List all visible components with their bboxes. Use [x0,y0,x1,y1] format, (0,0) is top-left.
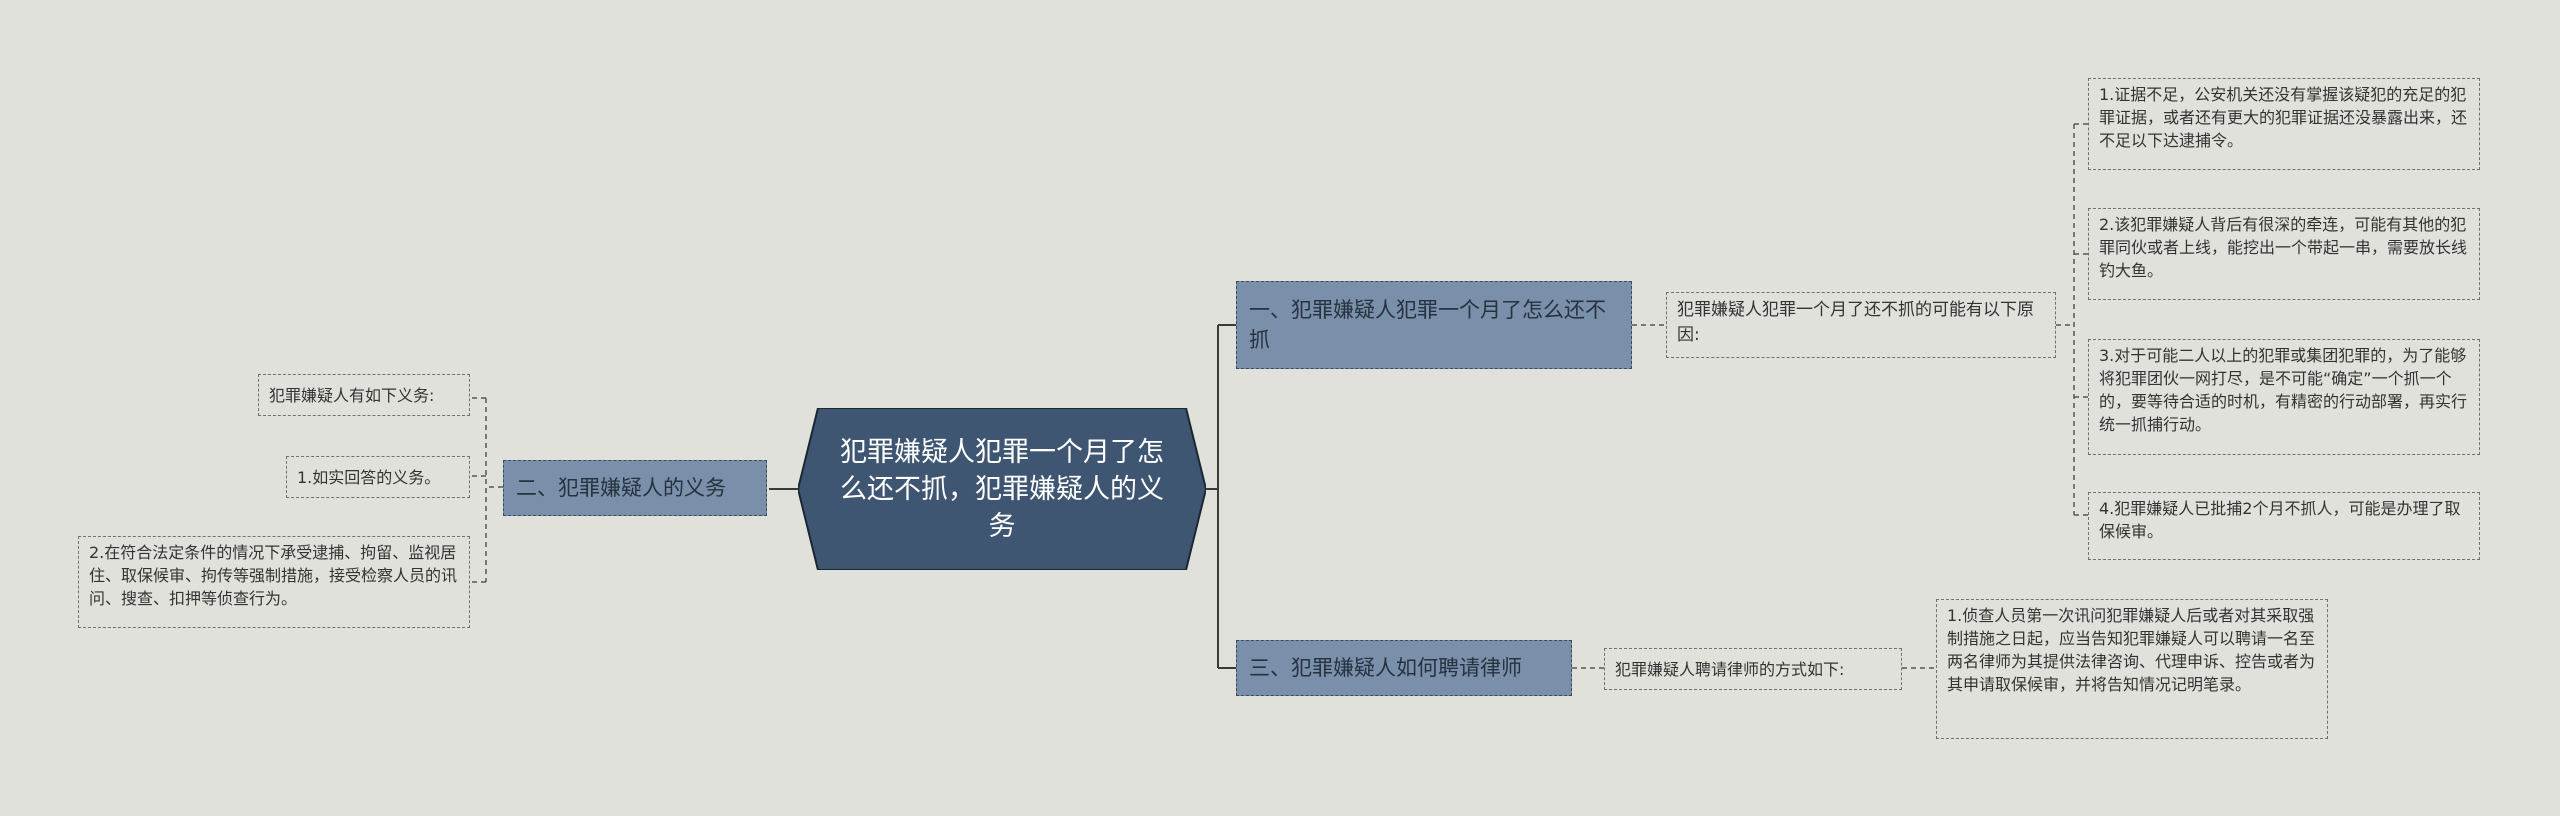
duties-intro-note[interactable]: 犯罪嫌疑人有如下义务: [258,374,470,416]
branch-why-not-arrested[interactable]: 一、犯罪嫌疑人犯罪一个月了怎么还不抓 [1236,281,1632,369]
duty-2-note[interactable]: 2.在符合法定条件的情况下承受逮捕、拘留、监视居住、取保候审、拘传等强制措施，接… [78,536,470,628]
reason-2-note[interactable]: 2.该犯罪嫌疑人背后有很深的牵连，可能有其他的犯罪同伙或者上线，能挖出一个带起一… [2088,208,2480,300]
lawyer-intro-note[interactable]: 犯罪嫌疑人聘请律师的方式如下: [1604,648,1902,690]
branch-hire-lawyer-label: 三、犯罪嫌疑人如何聘请律师 [1249,656,1522,680]
duty-1-note[interactable]: 1.如实回答的义务。 [286,456,470,498]
lawyer-method-note[interactable]: 1.侦查人员第一次讯问犯罪嫌疑人后或者对其采取强制措施之日起，应当告知犯罪嫌疑人… [1936,599,2328,739]
reason-3-note[interactable]: 3.对于可能二人以上的犯罪或集团犯罪的，为了能够将犯罪团伙一网打尽，是不可能“确… [2088,339,2480,455]
central-topic-shape [798,408,1206,570]
branch-why-not-arrested-label: 一、犯罪嫌疑人犯罪一个月了怎么还不抓 [1249,298,1606,352]
reasons-intro-note[interactable]: 犯罪嫌疑人犯罪一个月了还不抓的可能有以下原因: [1666,292,2056,358]
branch-suspect-duties-label: 二、犯罪嫌疑人的义务 [516,476,726,500]
branch-hire-lawyer[interactable]: 三、犯罪嫌疑人如何聘请律师 [1236,640,1572,696]
central-topic[interactable]: 犯罪嫌疑人犯罪一个月了怎么还不抓，犯罪嫌疑人的义务 [798,408,1206,570]
branch-suspect-duties[interactable]: 二、犯罪嫌疑人的义务 [503,460,767,516]
central-topic-label: 犯罪嫌疑人犯罪一个月了怎么还不抓，犯罪嫌疑人的义务 [840,436,1164,542]
reason-1-note[interactable]: 1.证据不足，公安机关还没有掌握该疑犯的充足的犯罪证据，或者还有更大的犯罪证据还… [2088,78,2480,170]
reason-4-note[interactable]: 4.犯罪嫌疑人已批捕2个月不抓人，可能是办理了取保候审。 [2088,492,2480,560]
